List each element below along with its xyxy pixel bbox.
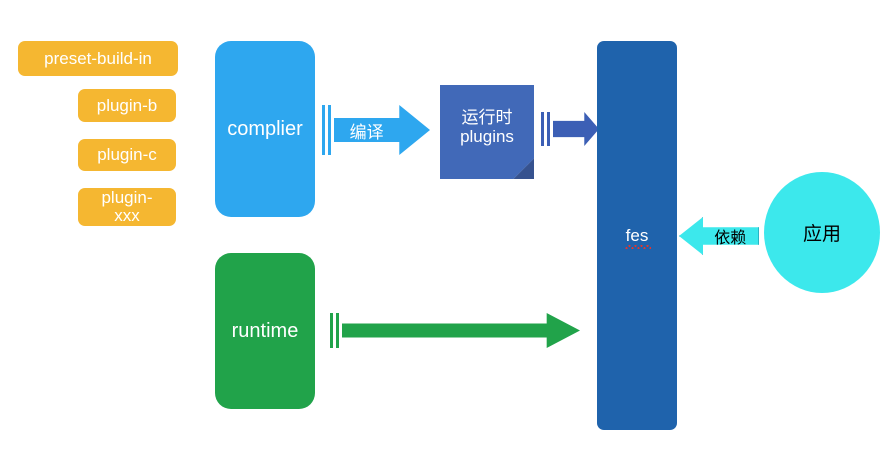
arrow-tail-stripe <box>322 105 325 155</box>
runtime-plugins-label-line1: 运行时 <box>461 107 513 127</box>
plugin-chip-label: plugin-c <box>97 145 157 165</box>
arrow-shaft <box>342 313 580 348</box>
arrow-tail-stripe <box>336 313 339 348</box>
fes-label: fes <box>624 225 651 249</box>
depend-arrow: 依赖 <box>679 217 759 255</box>
plugin-chip-plugin-c[interactable]: plugin-c <box>78 139 176 171</box>
arrow-shaft-wrap <box>342 313 580 348</box>
runtime-plugins-label: 运行时 plugins <box>440 85 534 179</box>
compile-arrow: 编译 <box>322 105 430 155</box>
plugin-chip-preset-build-in[interactable]: preset-build-in <box>18 41 178 76</box>
plugin-chip-plugin-xxx[interactable]: plugin- xxx <box>78 188 176 226</box>
fes-box[interactable]: fes <box>597 41 677 430</box>
complier-box[interactable]: complier <box>215 41 315 217</box>
folded-rect-body <box>440 85 534 179</box>
app-label: 应用 <box>802 224 841 245</box>
arrow-tail-stripe <box>547 112 550 146</box>
arrow-tail-stripe <box>330 313 333 348</box>
runtime-plugins-label-line2: plugins <box>460 127 514 146</box>
app-ellipse[interactable]: 应用 <box>764 172 880 293</box>
runtime-to-fes-arrow <box>330 313 580 348</box>
arrow-tail-stripe <box>328 105 331 155</box>
runtime-label: runtime <box>231 319 299 342</box>
complier-label: complier <box>227 117 303 140</box>
runtime-plugins-box[interactable]: 运行时 plugins <box>440 85 534 179</box>
plugins-to-fes-arrow <box>541 112 599 146</box>
depend-arrow-label: 依赖 <box>714 230 747 247</box>
arrow-shaft-wrap <box>553 112 599 146</box>
plugin-chip-label-line1: plugin- <box>101 188 153 208</box>
runtime-box[interactable]: runtime <box>215 253 315 409</box>
arrow-shaft-wrap: 编译 <box>334 105 430 155</box>
plugin-chip-label: plugin-b <box>96 95 158 115</box>
plugin-chip-plugin-b[interactable]: plugin-b <box>78 89 176 122</box>
compile-arrow-label: 编译 <box>349 122 384 142</box>
arrow-shaft <box>553 112 599 146</box>
plugin-chip-label-line2: xxx <box>114 206 140 225</box>
plugin-chip-label: preset-build-in <box>44 48 152 68</box>
arrow-tail-stripe <box>541 112 544 146</box>
